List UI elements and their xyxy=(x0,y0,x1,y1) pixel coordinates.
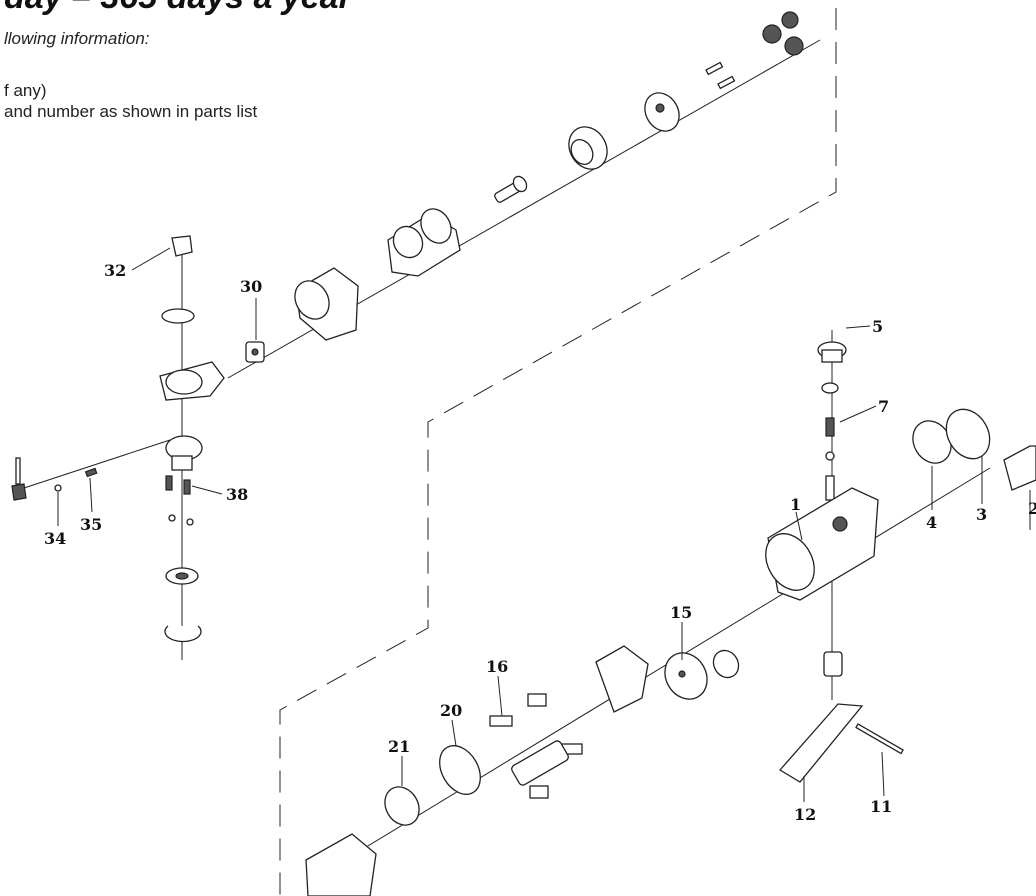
instruction-line-2: f any) xyxy=(4,81,47,100)
rotor-blades-16-part xyxy=(489,693,583,799)
ball-34-part xyxy=(54,484,62,492)
callout-16: 16 xyxy=(486,657,508,676)
o-ring-valve-part xyxy=(821,382,839,394)
spring-38-part xyxy=(165,475,191,495)
section-boundary xyxy=(279,8,837,896)
bearing-ring-part xyxy=(568,126,608,170)
housing-1-part xyxy=(765,487,879,601)
pawl-assembly-part xyxy=(11,457,27,501)
callout-3: 3 xyxy=(976,505,987,524)
gear-housing-part xyxy=(305,833,377,896)
callout-35: 35 xyxy=(80,515,102,534)
callout-34: 34 xyxy=(44,529,66,548)
throttle-bushing-part xyxy=(823,651,843,677)
valve-spring-7-part xyxy=(825,417,835,437)
bearing-small-part xyxy=(712,649,740,679)
spring-35-part xyxy=(84,467,98,478)
washer-part xyxy=(165,567,199,585)
callout-38: 38 xyxy=(226,485,248,504)
trigger-pin-11-part xyxy=(855,723,904,755)
yoke-part xyxy=(387,208,461,277)
callout-32: 32 xyxy=(104,261,126,280)
trigger-12-part xyxy=(778,703,864,783)
callout-12: 12 xyxy=(794,805,816,824)
bearing-21-part xyxy=(384,786,420,826)
anvil-part xyxy=(165,435,203,471)
callout-30: 30 xyxy=(240,277,262,296)
pin-parts xyxy=(705,61,736,90)
retaining-ring-part xyxy=(164,625,202,643)
gasket-3-part xyxy=(945,408,991,460)
callout-20: 20 xyxy=(440,701,462,720)
callout-4: 4 xyxy=(926,513,937,532)
rear-plate-15-part xyxy=(664,652,708,700)
cylinder-part xyxy=(595,645,649,713)
valve-cap-5-part xyxy=(817,341,847,363)
callout-5: 5 xyxy=(872,317,883,336)
rotor-part xyxy=(511,740,569,786)
callout-21: 21 xyxy=(388,737,410,756)
callout-15: 15 xyxy=(670,603,692,622)
pawl-axis xyxy=(17,439,171,491)
reverse-knob-32-part xyxy=(171,235,193,257)
bushing-30-part xyxy=(245,341,265,363)
front-plate-20-part xyxy=(439,745,481,795)
o-ring-part xyxy=(161,308,195,324)
crank-shaft-part xyxy=(494,175,528,203)
callout-1: 1 xyxy=(790,495,801,514)
valve-stem-part xyxy=(825,475,835,501)
callout-7: 7 xyxy=(878,397,889,416)
gear-cluster-part xyxy=(762,11,804,56)
instruction-line-3: and number as shown in parts list xyxy=(4,102,258,121)
callout-11: 11 xyxy=(870,797,892,816)
ratchet-wrench-part xyxy=(159,361,225,401)
inlet-2-part xyxy=(1003,445,1036,491)
callout-2: 2 xyxy=(1028,499,1036,518)
instruction-line-1: llowing information: xyxy=(4,29,150,48)
gear-plate-part xyxy=(644,92,680,132)
ball-parts xyxy=(168,514,194,526)
leader-lines xyxy=(57,247,1031,802)
head-housing-part xyxy=(294,267,359,341)
page-heading: day – 365 days a year xyxy=(4,0,352,17)
motor-assembly-axis xyxy=(311,467,991,881)
valve-seat-part xyxy=(825,451,835,461)
